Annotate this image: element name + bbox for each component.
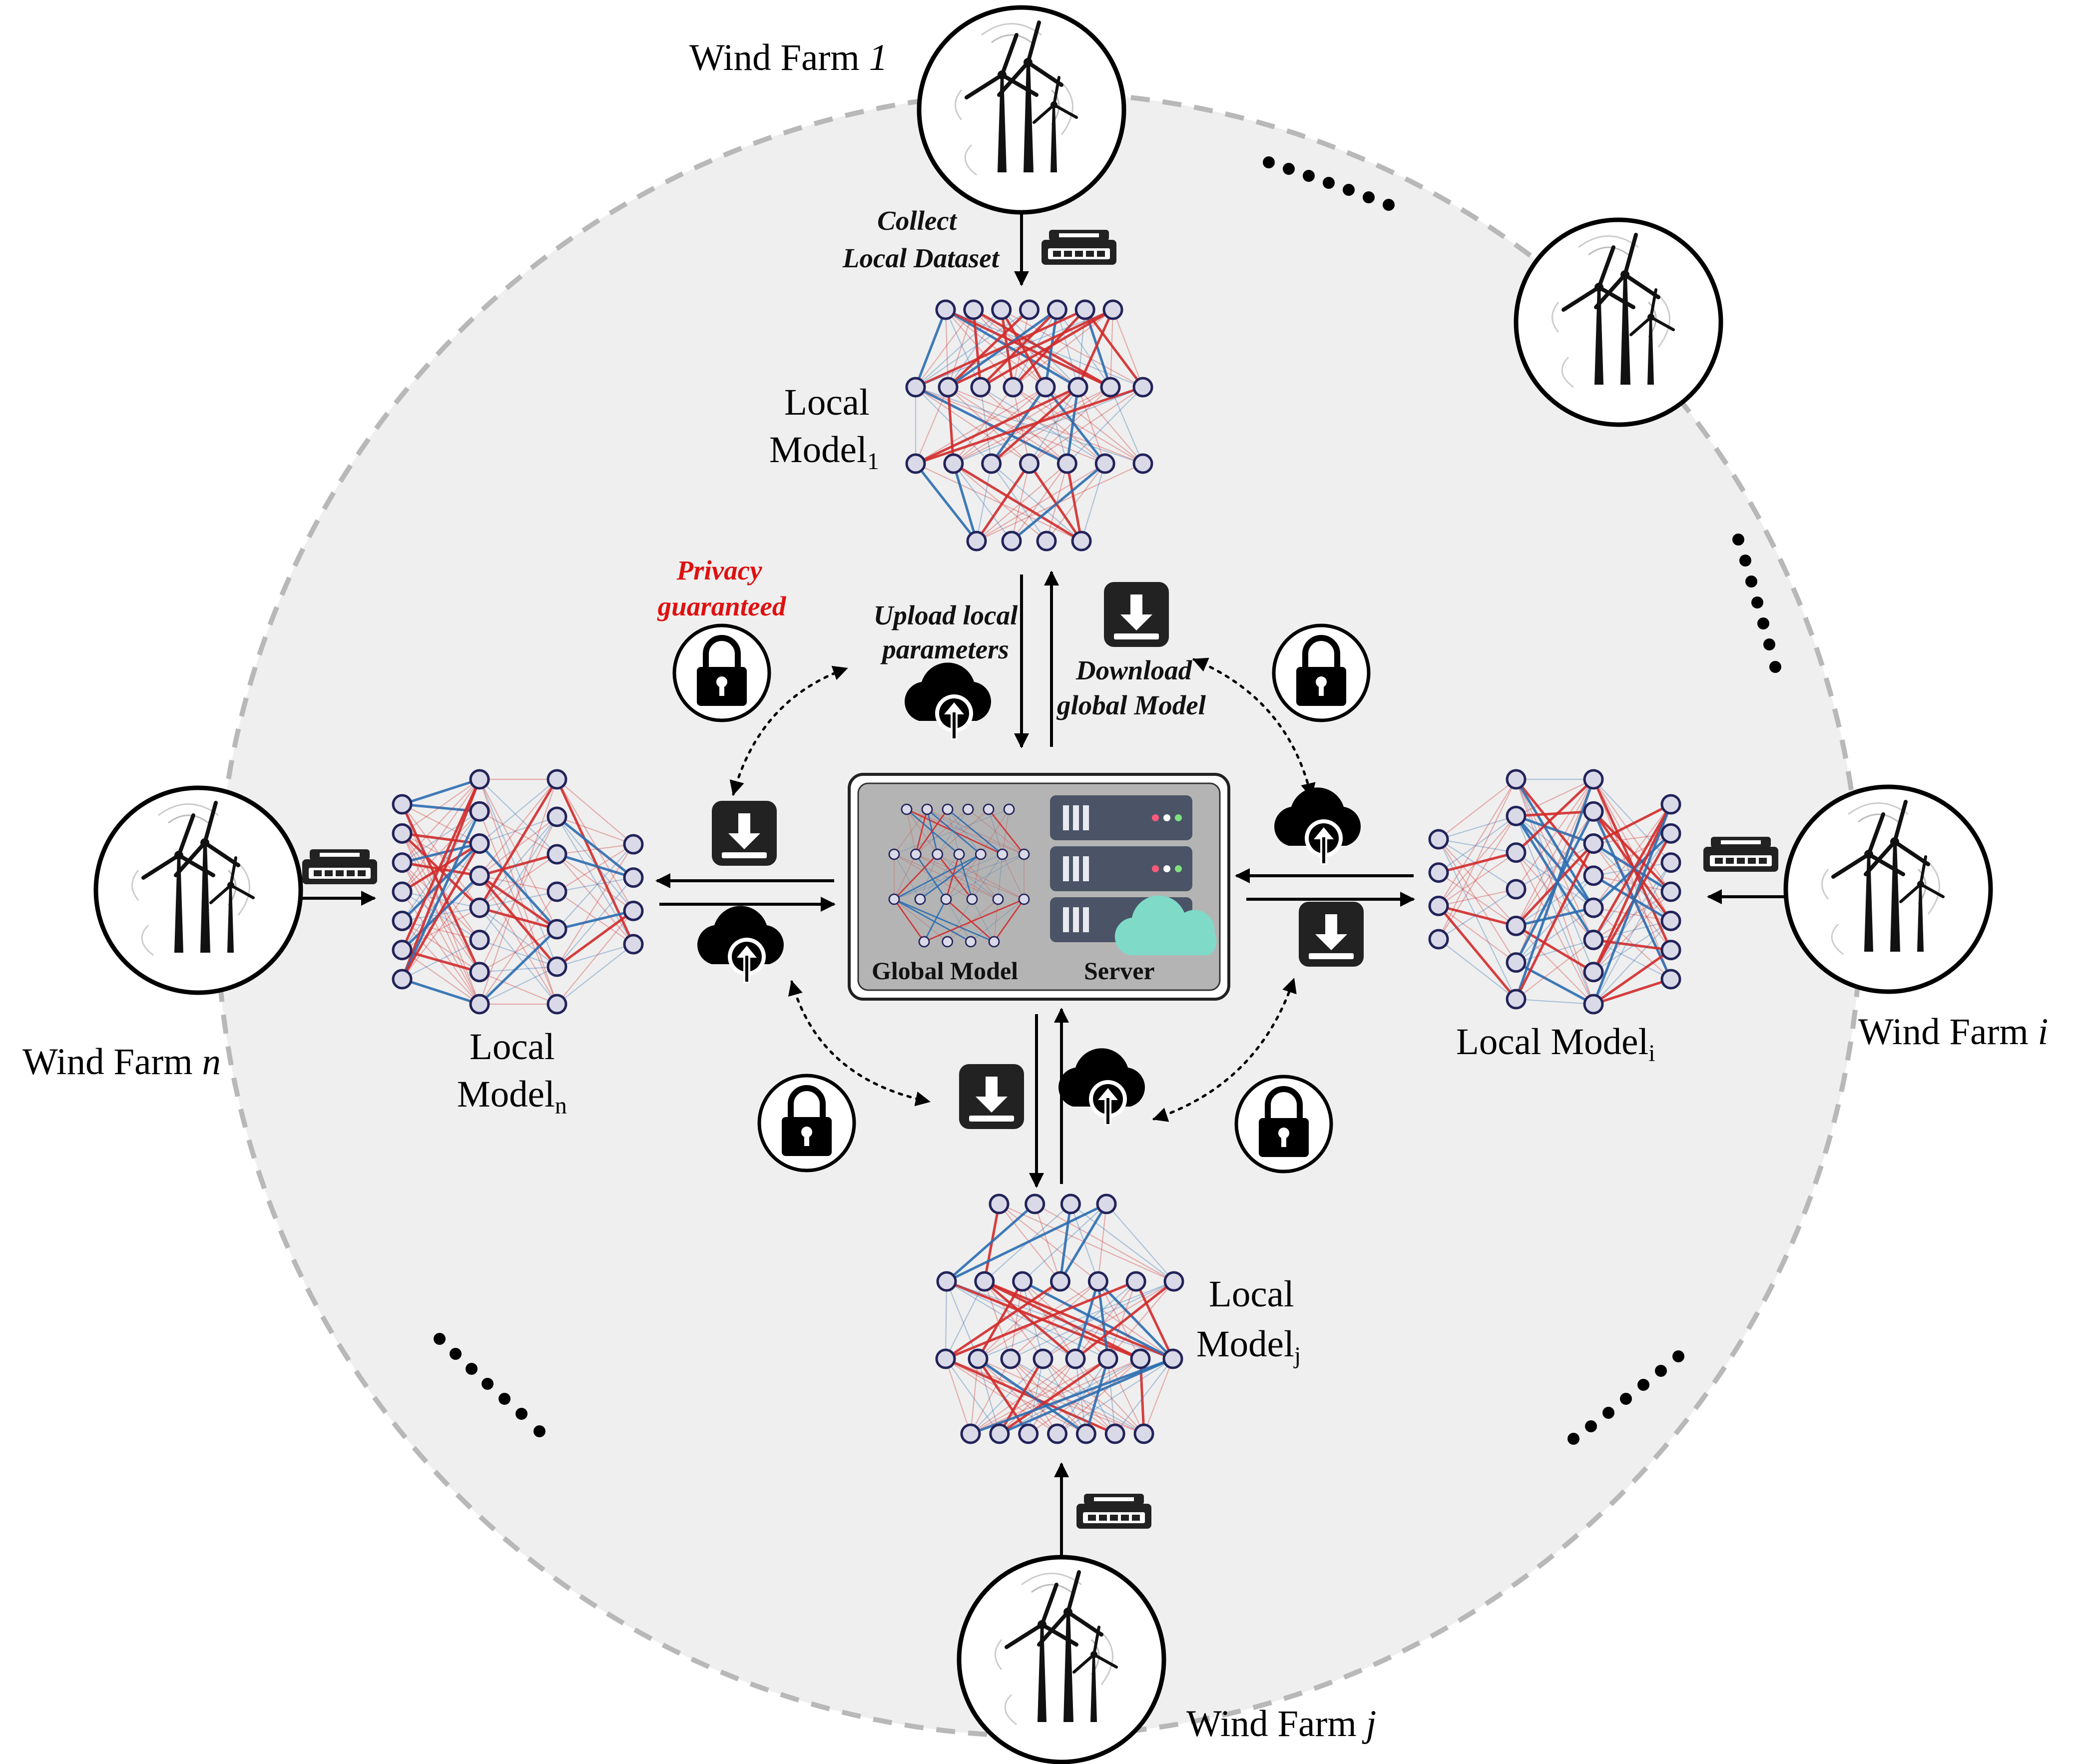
lock-icon xyxy=(674,625,769,720)
local-model-i-network xyxy=(1428,769,1681,1015)
central-server-panel: Global Model Server xyxy=(848,773,1230,1001)
local-model-1-network xyxy=(905,299,1153,552)
local-model-j-label: Local xyxy=(1209,1273,1294,1315)
wind-farm-i-label: Wind Farm i xyxy=(1858,1011,2048,1053)
local-model-n-network xyxy=(392,769,644,1015)
lock-icon xyxy=(1274,625,1369,720)
ellipsis-bottom-left xyxy=(434,1333,545,1437)
wind-farm-unnamed-node xyxy=(1514,217,1723,427)
local-model-i-label: Local Modeli xyxy=(1456,1021,1655,1067)
wind-farm-j-node xyxy=(957,1555,1166,1764)
ellipsis-bottom-right xyxy=(1567,1350,1684,1445)
local-model-j-label-line2: Modelj xyxy=(1196,1323,1301,1369)
download-icon xyxy=(959,1064,1024,1129)
router-icon xyxy=(1703,837,1778,872)
router-icon xyxy=(1076,1494,1151,1529)
wind-farm-i-node xyxy=(1783,784,1993,994)
ellipsis-top-right xyxy=(1263,156,1395,211)
router-icon xyxy=(1042,230,1116,265)
upload-label: Upload local xyxy=(874,600,1018,630)
local-model-j-network xyxy=(935,1193,1184,1444)
download-icon xyxy=(1299,902,1364,967)
dotted-arrow-bottom-right xyxy=(1152,978,1297,1122)
collect-label-line2: Local Dataset xyxy=(842,243,1000,273)
dotted-arrow-bottom-left xyxy=(788,980,931,1107)
local-model-n-label: Local xyxy=(470,1026,555,1068)
local-model-n-label-line2: Modeln xyxy=(457,1074,567,1119)
server-label: Server xyxy=(1084,957,1155,985)
download-label: Download xyxy=(1075,655,1193,685)
wind-farm-1-label: Wind Farm 1 xyxy=(689,37,888,78)
wind-farm-n-label: Wind Farm n xyxy=(22,1041,221,1083)
wind-farm-n-node xyxy=(93,785,303,995)
global-model-label: Global Model xyxy=(872,957,1018,985)
dotted-arrow-top-left xyxy=(729,665,848,796)
local-model-1-label: Local xyxy=(784,382,870,423)
privacy-label-line2: guaranteed xyxy=(657,591,787,621)
download-label-line2: global Model xyxy=(1056,690,1206,720)
router-icon xyxy=(302,849,377,884)
lock-icon xyxy=(1236,1077,1331,1172)
download-icon xyxy=(1104,582,1169,647)
wind-farm-1-node xyxy=(917,5,1126,215)
global-model-network xyxy=(888,803,1030,948)
dotted-arrow-top-right xyxy=(1192,657,1316,798)
wind-farm-j-label: Wind Farm j xyxy=(1186,1703,1376,1745)
cloud-icon xyxy=(1114,895,1217,955)
privacy-label: Privacy xyxy=(676,555,762,586)
ellipsis-right xyxy=(1732,534,1781,673)
download-icon xyxy=(712,801,777,866)
collect-label: Collect xyxy=(877,205,958,236)
upload-label-line2: parameters xyxy=(880,634,1009,664)
local-model-1-label-line2: Model1 xyxy=(769,429,879,475)
lock-icon xyxy=(759,1076,854,1171)
